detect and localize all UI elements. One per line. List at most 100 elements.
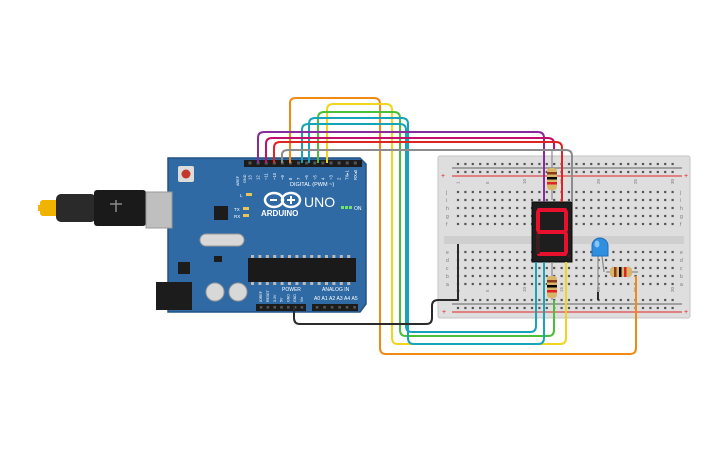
rail-hole[interactable] (530, 170, 534, 174)
breadboard-hole[interactable] (538, 274, 541, 278)
analog-pin[interactable] (345, 306, 349, 309)
breadboard-hole[interactable] (575, 266, 578, 270)
breadboard-hole[interactable] (471, 214, 474, 218)
breadboard-hole[interactable] (641, 222, 645, 226)
rail-hole[interactable] (501, 170, 504, 174)
breadboard-hole[interactable] (516, 258, 519, 262)
power-pin[interactable] (273, 306, 276, 309)
breadboard-hole[interactable] (508, 258, 511, 262)
rail-hole[interactable] (641, 162, 645, 166)
breadboard-hole[interactable] (456, 222, 460, 226)
breadboard-hole[interactable] (464, 222, 467, 226)
rail-hole[interactable] (479, 170, 482, 174)
breadboard-hole[interactable] (619, 250, 622, 254)
digital-pin[interactable] (337, 161, 341, 165)
rail-hole[interactable] (575, 170, 578, 174)
breadboard-hole[interactable] (656, 222, 659, 226)
breadboard-hole[interactable] (508, 266, 511, 270)
rail-hole[interactable] (538, 306, 541, 310)
rail-hole[interactable] (560, 306, 563, 310)
rail-hole[interactable] (582, 306, 585, 310)
rail-hole[interactable] (508, 162, 511, 166)
power-pin[interactable] (293, 306, 297, 309)
breadboard-hole[interactable] (634, 206, 637, 210)
rail-hole[interactable] (538, 162, 541, 166)
breadboard-hole[interactable] (582, 266, 585, 270)
breadboard-hole[interactable] (464, 266, 467, 270)
breadboard-hole[interactable] (560, 282, 563, 286)
breadboard-hole[interactable] (501, 250, 504, 254)
breadboard-hole[interactable] (664, 266, 667, 270)
breadboard-hole[interactable] (486, 250, 489, 254)
rail-hole[interactable] (530, 306, 534, 310)
rail-hole[interactable] (671, 298, 674, 302)
breadboard-hole[interactable] (530, 282, 534, 286)
breadboard-hole[interactable] (508, 282, 511, 286)
breadboard-hole[interactable] (456, 190, 460, 194)
breadboard-hole[interactable] (545, 266, 548, 270)
breadboard-hole[interactable] (538, 190, 541, 194)
power-pin[interactable] (300, 306, 304, 309)
breadboard-hole[interactable] (479, 222, 482, 226)
breadboard-hole[interactable] (464, 214, 467, 218)
blue-led[interactable] (591, 237, 609, 292)
breadboard-hole[interactable] (649, 206, 652, 210)
rail-hole[interactable] (523, 298, 526, 302)
rail-hole[interactable] (553, 162, 556, 166)
breadboard-hole[interactable] (471, 198, 474, 202)
breadboard-hole[interactable] (590, 250, 593, 254)
breadboard-hole[interactable] (575, 274, 578, 278)
breadboard-hole[interactable] (471, 206, 474, 210)
breadboard-hole[interactable] (627, 190, 630, 194)
rail-hole[interactable] (456, 306, 460, 310)
rail-hole[interactable] (671, 306, 674, 310)
wires[interactable] (257, 97, 637, 355)
breadboard-hole[interactable] (553, 190, 556, 194)
breadboard-hole[interactable] (523, 222, 526, 226)
breadboard-hole[interactable] (671, 214, 674, 218)
rail-hole[interactable] (575, 162, 578, 166)
breadboard-hole[interactable] (508, 214, 511, 218)
rail-hole[interactable] (486, 170, 489, 174)
digital-pin[interactable] (313, 161, 317, 165)
rail-hole[interactable] (619, 306, 622, 310)
rail-hole[interactable] (545, 170, 548, 174)
breadboard-hole[interactable] (649, 282, 652, 286)
rail-hole[interactable] (627, 170, 630, 174)
digital-pin[interactable] (345, 161, 349, 165)
breadboard-hole[interactable] (486, 258, 489, 262)
breadboard-hole[interactable] (560, 266, 563, 270)
breadboard-hole[interactable] (664, 250, 667, 254)
breadboard-hole[interactable] (604, 282, 608, 286)
breadboard-hole[interactable] (493, 206, 497, 210)
breadboard-hole[interactable] (464, 206, 467, 210)
breadboard-hole[interactable] (590, 222, 593, 226)
breadboard-hole[interactable] (553, 198, 556, 202)
rail-hole[interactable] (464, 306, 467, 310)
rail-hole[interactable] (493, 298, 497, 302)
rail-hole[interactable] (471, 162, 474, 166)
breadboard-hole[interactable] (575, 198, 578, 202)
breadboard-hole[interactable] (516, 190, 519, 194)
rail-hole[interactable] (634, 162, 637, 166)
rail-hole[interactable] (612, 170, 615, 174)
breadboard-hole[interactable] (656, 266, 659, 270)
breadboard-hole[interactable] (456, 206, 460, 210)
rail-hole[interactable] (493, 162, 497, 166)
breadboard-hole[interactable] (641, 266, 645, 270)
breadboard-hole[interactable] (553, 274, 556, 278)
breadboard-hole[interactable] (597, 198, 600, 202)
rail-hole[interactable] (664, 298, 667, 302)
rail-hole[interactable] (456, 170, 460, 174)
breadboard-hole[interactable] (567, 282, 571, 286)
rail-hole[interactable] (567, 170, 571, 174)
breadboard-hole[interactable] (486, 282, 489, 286)
breadboard-hole[interactable] (612, 222, 615, 226)
breadboard-hole[interactable] (516, 198, 519, 202)
rail-hole[interactable] (619, 298, 622, 302)
rail-hole[interactable] (664, 306, 667, 310)
breadboard-hole[interactable] (523, 250, 526, 254)
rail-hole[interactable] (464, 170, 467, 174)
breadboard-hole[interactable] (553, 266, 556, 270)
